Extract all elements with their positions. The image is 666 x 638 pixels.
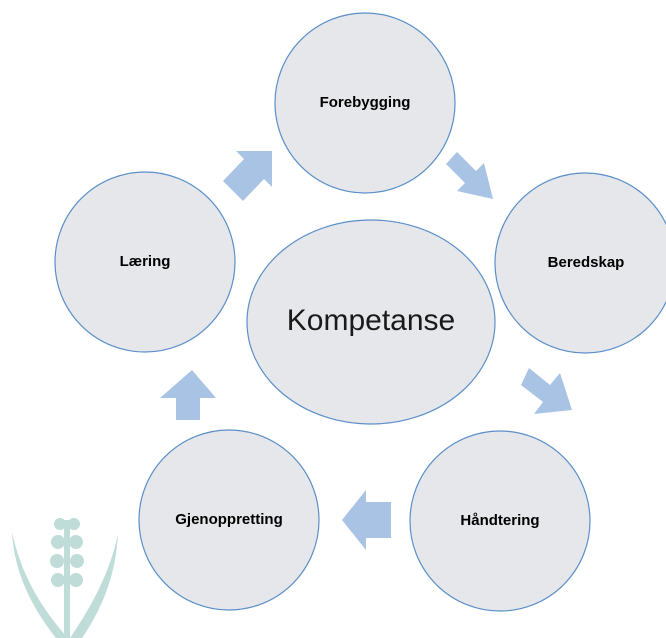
node-gjenoppretting — [138, 429, 320, 611]
center-label: Kompetanse — [287, 304, 455, 337]
lily-of-the-valley-logo — [12, 518, 118, 638]
node-label-handtering: Håndtering — [460, 512, 539, 529]
arrow-handtering-to-gjenoppretting — [342, 490, 391, 550]
center-circle — [246, 219, 496, 425]
node-laering — [54, 171, 236, 353]
node-forebygging — [274, 12, 456, 194]
arrow-gjenoppretting-to-laering — [160, 370, 216, 420]
arrow-laering-to-forebygging — [223, 151, 272, 201]
node-handtering — [409, 430, 591, 612]
node-label-laering: Læring — [120, 253, 171, 270]
node-beredskap — [494, 172, 666, 354]
arrow-beredskap-to-handtering — [521, 368, 572, 414]
node-label-gjenoppretting: Gjenoppretting — [175, 511, 283, 528]
node-label-forebygging: Forebygging — [320, 94, 411, 111]
arrow-forebygging-to-beredskap — [446, 152, 493, 199]
node-label-beredskap: Beredskap — [548, 254, 625, 271]
